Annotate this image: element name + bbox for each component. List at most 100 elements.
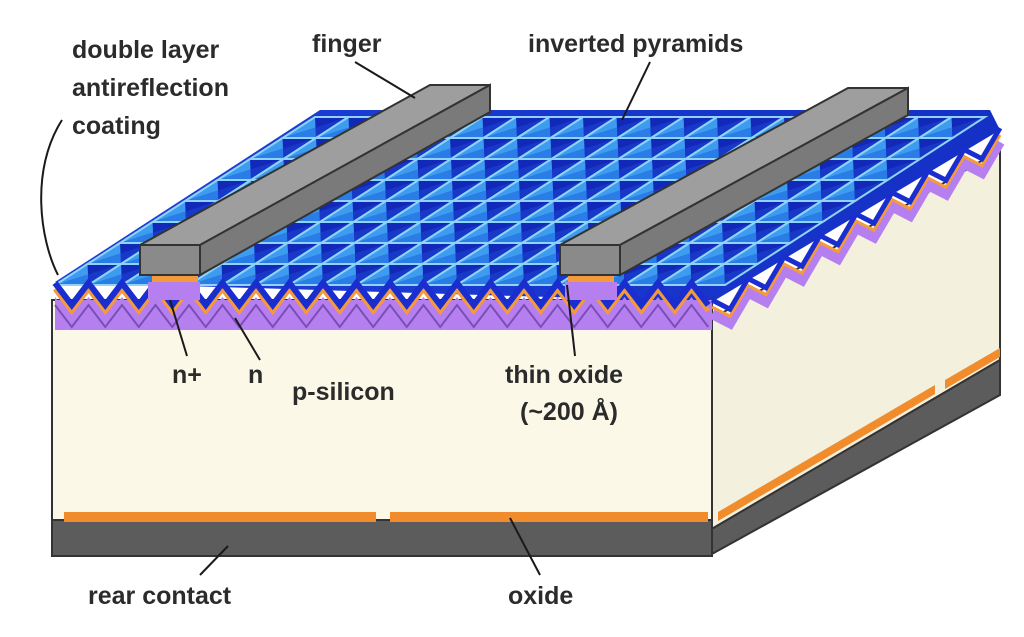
- pyramid-facet: [587, 201, 621, 212]
- label-n-plus: n+: [172, 361, 202, 389]
- pyramid-facet: [217, 180, 251, 191]
- pyramid-facet: [523, 264, 557, 275]
- pyramid-facet: [619, 169, 653, 180]
- pyramid-facet: [485, 169, 519, 180]
- pyramid-facet: [691, 274, 725, 285]
- rear-oxide-side-2: [945, 348, 1000, 389]
- leader-thin-oxide: [566, 284, 576, 357]
- pyramid-facet: [553, 201, 587, 212]
- pyramid-facet: [718, 138, 752, 149]
- label-thin-oxide-1: thin oxide: [505, 361, 623, 389]
- pyramid-facet: [550, 127, 584, 138]
- pyramid-facet: [552, 180, 586, 191]
- pyramid-facet: [788, 190, 822, 201]
- pyramid-facet: [820, 169, 854, 180]
- leader-n: [234, 317, 261, 361]
- pyramid-facet: [650, 117, 684, 128]
- pyramid-facet: [616, 117, 650, 128]
- pyramid-facet: [488, 232, 522, 243]
- pyramid-facet: [651, 138, 685, 149]
- pyramid-facet: [486, 201, 520, 212]
- pyramid-facet: [250, 159, 284, 170]
- pyramid-facet: [524, 274, 558, 285]
- finger-right-front: [559, 244, 621, 276]
- pyramid-facet: [286, 222, 320, 233]
- label-inverted-pyramids: inverted pyramids: [528, 30, 743, 58]
- pyramid-facet: [420, 211, 454, 222]
- pyramid-facet: [658, 274, 692, 285]
- pyramid-facet: [723, 232, 757, 243]
- pyramid-facet: [718, 127, 752, 138]
- pyramid-rim: [915, 116, 989, 139]
- pyramid-facet: [885, 127, 919, 138]
- pyramid-facet: [451, 148, 485, 159]
- pyramid-facet: [487, 222, 521, 233]
- pyramid-facet: [489, 264, 523, 275]
- pyramid-facet: [483, 127, 517, 138]
- pyramid-facet: [452, 169, 486, 180]
- pyramid-facet: [390, 274, 424, 285]
- pyramid-facet: [288, 264, 322, 275]
- pyramid-facet: [354, 232, 388, 243]
- pyramid-facet: [256, 274, 290, 285]
- pyramid-facet: [788, 201, 822, 212]
- pyramid-facet: [386, 201, 420, 212]
- pyramid-facet: [684, 127, 718, 138]
- pyramid-facet: [689, 232, 723, 243]
- pyramid-facet: [653, 169, 687, 180]
- pyramid-facet: [684, 138, 718, 149]
- pyramid-facet: [585, 159, 619, 170]
- pyramid-facet: [388, 232, 422, 243]
- pyramid-facet: [255, 264, 289, 275]
- pyramid-facet: [583, 117, 617, 128]
- pyramid-facet: [389, 253, 423, 264]
- pyramid-facet: [787, 180, 821, 191]
- pyramid-facet: [420, 222, 454, 233]
- pyramid-facet: [455, 243, 489, 254]
- pyramid-facet: [717, 117, 751, 128]
- pyramid-facet: [287, 243, 321, 254]
- pyramid-facet: [353, 211, 387, 222]
- pyramid-facet: [754, 201, 788, 212]
- pyramid-facet: [287, 232, 321, 243]
- pyramid-facet: [652, 159, 686, 170]
- pyramid-facet: [221, 253, 255, 264]
- pyramid-facet: [756, 232, 790, 243]
- pyramid-facet: [87, 253, 121, 264]
- pyramid-facet: [353, 222, 387, 233]
- pyramid-facet: [454, 222, 488, 233]
- pyramid-facet: [618, 148, 652, 159]
- pyramid-facet: [385, 169, 419, 180]
- pyramid-facet: [951, 117, 985, 128]
- pyramid-facet: [483, 138, 517, 149]
- pyramid-facet: [657, 253, 691, 264]
- pyramid-facet: [584, 127, 618, 138]
- pyramid-facet: [723, 243, 757, 254]
- pyramid-facet: [250, 148, 284, 159]
- leader-double-layer: [40, 119, 63, 276]
- pyramid-facet: [185, 190, 219, 201]
- pyramid-facet: [255, 253, 289, 264]
- pyramid-facet: [352, 201, 386, 212]
- pyramid-facet: [322, 264, 356, 275]
- pyramid-facet: [919, 127, 953, 138]
- pyramid-facet: [685, 148, 719, 159]
- pyramid-facet: [522, 243, 556, 254]
- pyramid-facet: [853, 159, 887, 170]
- pyramid-facet: [490, 274, 524, 285]
- label-n: n: [248, 361, 263, 389]
- pyramid-facet: [456, 264, 490, 275]
- rear-oxide-front-1: [64, 512, 376, 522]
- pyramid-facet: [419, 190, 453, 201]
- pyramid-facet: [617, 138, 651, 149]
- pyramid-facet: [755, 211, 789, 222]
- label-oxide: oxide: [508, 582, 573, 610]
- pyramid-facet: [356, 274, 390, 285]
- pyramid-facet: [523, 253, 557, 264]
- pyramid-facet: [455, 232, 489, 243]
- pyramid-facet: [553, 190, 587, 201]
- pyramid-facet: [487, 211, 521, 222]
- pyramid-facet: [221, 264, 255, 275]
- pyramid-facet: [387, 222, 421, 233]
